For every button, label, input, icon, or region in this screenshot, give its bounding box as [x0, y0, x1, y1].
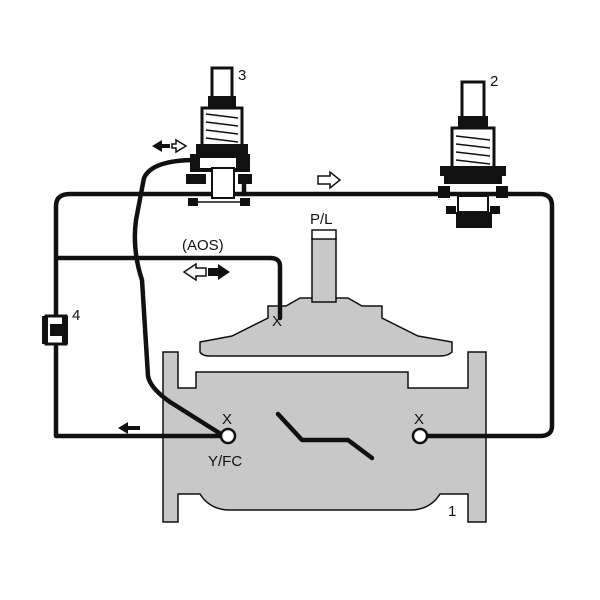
- valve-body: [162, 351, 487, 523]
- double-arrow-top-icon: [152, 138, 188, 154]
- aos-label: (AOS): [182, 237, 224, 254]
- pl-cap: [311, 229, 337, 240]
- pilot-3-label: 3: [238, 67, 246, 84]
- pilot3-to-yfc-line: [132, 157, 227, 439]
- double-arrow-aos-icon: [182, 262, 230, 282]
- yfc-label: Y/FC: [208, 453, 242, 470]
- valve-seat-line: [275, 411, 375, 461]
- valve-1-label: 1: [448, 503, 456, 520]
- main-valve: [162, 229, 487, 523]
- pilot-3: [186, 66, 252, 206]
- port-left-x-label: X: [222, 411, 232, 428]
- pilot-tubing: [53, 157, 555, 439]
- arrow-left-icon: [118, 422, 140, 434]
- pl-stem: [311, 237, 337, 303]
- needle-valve-4: [42, 314, 68, 346]
- pl-label: P/L: [310, 211, 333, 228]
- pilot-2-label: 2: [490, 73, 498, 90]
- arrow-right-hollow-icon: [317, 170, 342, 190]
- port-bonnet-x-label: X: [272, 313, 282, 330]
- valve-bonnet: [199, 297, 453, 357]
- port-yfc: [219, 427, 237, 445]
- needle-4-label: 4: [72, 307, 80, 324]
- aos-line: [53, 255, 283, 321]
- pilot-loop-line: [53, 191, 555, 439]
- pilot-2: [438, 80, 508, 228]
- flow-arrows: [118, 138, 342, 434]
- port-right-x-label: X: [414, 411, 424, 428]
- port-right: [411, 427, 429, 445]
